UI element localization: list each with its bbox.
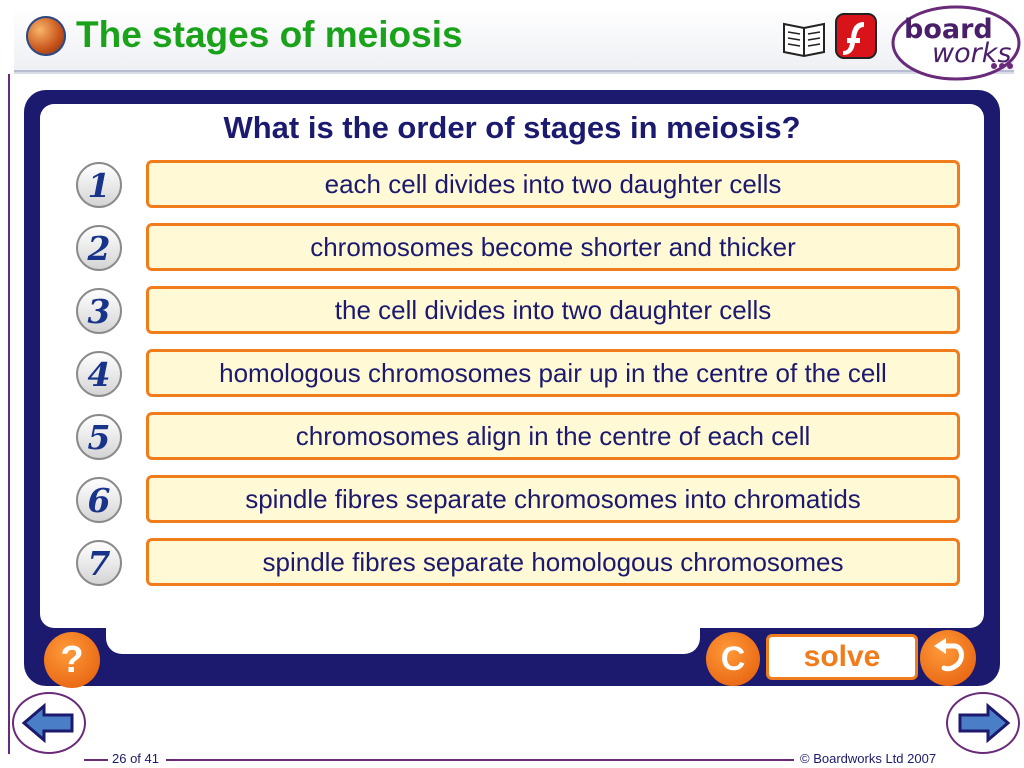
next-slide-button[interactable] — [946, 692, 1020, 754]
panel-foot — [106, 600, 700, 654]
question-heading: What is the order of stages in meiosis? — [223, 110, 801, 145]
reset-button[interactable]: C — [706, 632, 760, 686]
page-title: The stages of meiosis — [76, 14, 463, 55]
number-badge: 5 — [76, 414, 122, 460]
number-badge: 1 — [76, 162, 122, 208]
help-button[interactable]: ? — [44, 632, 100, 688]
stage-card[interactable]: homologous chromosomes pair up in the ce… — [146, 349, 960, 397]
stage-card[interactable]: each cell divides into two daughter cell… — [146, 160, 960, 208]
undo-button[interactable] — [920, 630, 976, 686]
list-item: 1 each cell divides into two daughter ce… — [76, 160, 960, 208]
page-counter: 26 of 41 — [112, 751, 159, 766]
header-divider — [14, 72, 1014, 74]
list-item: 4 homologous chromosomes pair up in the … — [76, 349, 960, 397]
copyright-text: © Boardworks Ltd 2007 — [800, 751, 937, 766]
arrow-right-icon — [958, 702, 1011, 744]
flash-icon[interactable] — [834, 12, 878, 60]
stage-card[interactable]: spindle fibres separate chromosomes into… — [146, 475, 960, 523]
list-item: 3 the cell divides into two daughter cel… — [76, 286, 960, 334]
undo-arrow-icon — [934, 638, 964, 672]
stage-card[interactable]: spindle fibres separate homologous chrom… — [146, 538, 960, 586]
stage-card[interactable]: the cell divides into two daughter cells — [146, 286, 960, 334]
stage-card[interactable]: chromosomes become shorter and thicker — [146, 223, 960, 271]
boardworks-logo: board works — [890, 4, 1022, 82]
previous-slide-button[interactable] — [12, 692, 86, 754]
number-badge: 2 — [76, 225, 122, 271]
number-badge: 6 — [76, 477, 122, 523]
number-badge: 7 — [76, 540, 122, 586]
stage-card[interactable]: chromosomes align in the centre of each … — [146, 412, 960, 460]
globe-icon — [26, 16, 66, 56]
list-item: 6 spindle fibres separate chromosomes in… — [76, 475, 960, 523]
footer-rule-left — [84, 759, 108, 761]
left-border-rule — [8, 74, 10, 754]
book-icon[interactable] — [780, 16, 828, 58]
list-item: 5 chromosomes align in the centre of eac… — [76, 412, 960, 460]
list-item: 7 spindle fibres separate homologous chr… — [76, 538, 960, 586]
number-badge: 3 — [76, 288, 122, 334]
list-item: 2 chromosomes become shorter and thicker — [76, 223, 960, 271]
footer-rule-middle — [166, 759, 794, 761]
arrow-left-icon — [21, 702, 74, 744]
number-badge: 4 — [76, 351, 122, 397]
solve-button[interactable]: solve — [766, 634, 918, 680]
